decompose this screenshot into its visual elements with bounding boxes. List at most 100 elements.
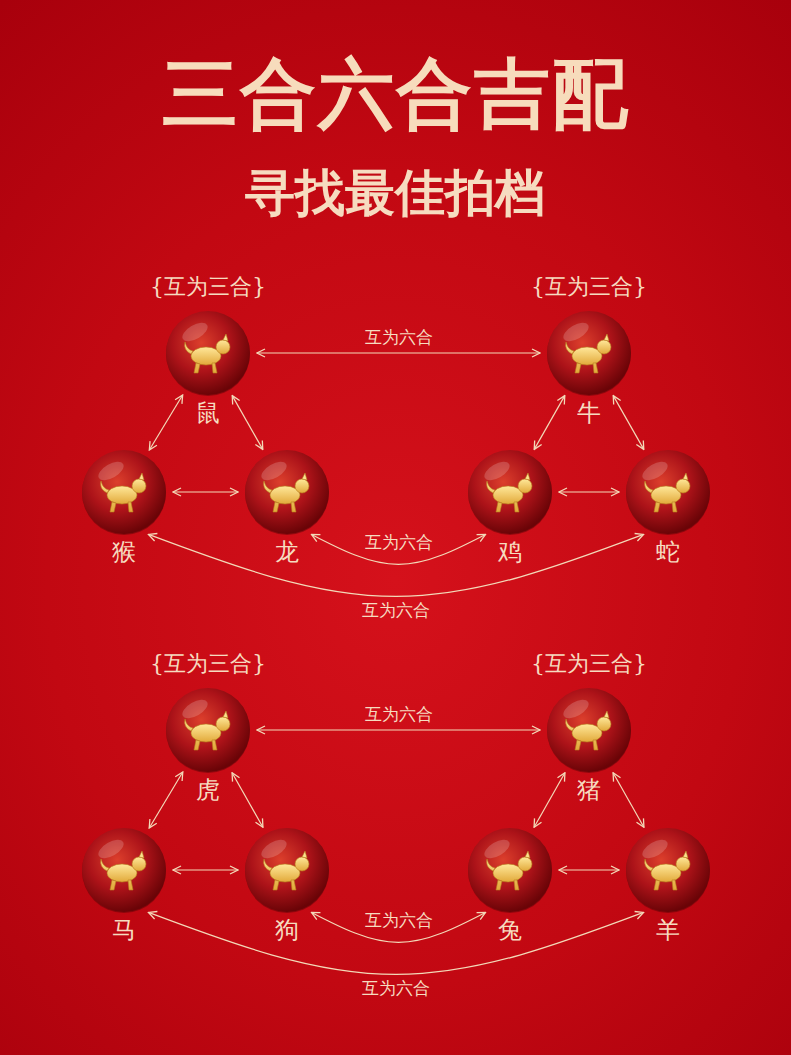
- group-label: {互为三合}: [150, 274, 266, 299]
- pair-connector: [232, 773, 263, 828]
- icon-head: [518, 479, 532, 493]
- ball-shadow: [547, 689, 631, 773]
- ball-shadow: [245, 451, 329, 535]
- ball-shadow: [82, 451, 166, 535]
- zodiac-icon: [566, 334, 611, 373]
- icon-limbs: [566, 334, 609, 373]
- subtitle: 寻找最佳拍档: [245, 164, 545, 222]
- pair-connector: [534, 396, 565, 450]
- ball-shape: [244, 449, 330, 535]
- zodiac-ball: 鸡: [467, 449, 553, 535]
- ball-shadow: [82, 829, 166, 913]
- ball-shadow: [468, 829, 552, 913]
- ball: [245, 828, 329, 912]
- icon-head: [597, 340, 611, 354]
- ball-shape: [467, 827, 553, 913]
- ball-highlight: [95, 836, 126, 862]
- ball-highlight: [560, 319, 591, 345]
- ball-shape: [625, 827, 711, 913]
- icon-limbs: [645, 851, 688, 890]
- ball-shape: [81, 827, 167, 913]
- zodiac-icon: [487, 473, 532, 512]
- ball: [547, 311, 631, 395]
- edge-label: 互为六合: [362, 601, 430, 620]
- ball-shape: [244, 827, 330, 913]
- ball-shape: [546, 687, 632, 773]
- icon-head: [676, 857, 690, 871]
- ball: [166, 311, 250, 395]
- zodiac-ball: 羊: [625, 827, 711, 913]
- icon-limbs: [487, 851, 530, 890]
- icon-limbs: [264, 851, 307, 890]
- group-label: {互为三合}: [531, 651, 647, 676]
- icon-head: [518, 857, 532, 871]
- ball-shape: [165, 687, 251, 773]
- edge-label: 互为六合: [365, 705, 433, 724]
- zodiac-ball: 兔: [467, 827, 553, 913]
- zodiac-ball: 狗: [244, 827, 330, 913]
- ball-highlight: [481, 458, 512, 484]
- pair-connector: [257, 729, 540, 730]
- pair-connector: [232, 396, 263, 450]
- ball: [82, 828, 166, 912]
- ball-highlight: [179, 319, 210, 345]
- zodiac-name: 鼠: [196, 400, 220, 426]
- ball-shape: [165, 310, 251, 396]
- ball: [626, 450, 710, 534]
- ball-shadow: [468, 451, 552, 535]
- ball-shadow: [166, 312, 250, 396]
- zodiac-icon: [185, 334, 230, 373]
- zodiac-name: 龙: [275, 539, 299, 565]
- pair-connector: [149, 772, 183, 828]
- zodiac-icon: [101, 851, 146, 890]
- zodiac-ball: 牛: [546, 310, 632, 396]
- ball-highlight: [258, 458, 289, 484]
- ball-shape: [467, 449, 553, 535]
- icon-limbs: [101, 473, 144, 512]
- zodiac-icon: [645, 473, 690, 512]
- icon-head: [216, 340, 230, 354]
- icon-limbs: [264, 473, 307, 512]
- zodiac-icon: [645, 851, 690, 890]
- ball: [626, 828, 710, 912]
- ball-highlight: [179, 696, 210, 722]
- zodiac-name: 兔: [498, 917, 522, 943]
- group-label: {互为三合}: [150, 651, 266, 676]
- icon-head: [676, 479, 690, 493]
- zodiac-icon: [264, 473, 309, 512]
- zodiac-ball: 马: [81, 827, 167, 913]
- page-title: 三合六合吉配: [0, 52, 791, 136]
- zodiac-name: 牛: [577, 400, 601, 426]
- ball-highlight: [639, 836, 670, 862]
- zodiac-name: 猪: [577, 777, 601, 803]
- pair-connector: [173, 869, 238, 870]
- ball: [245, 450, 329, 534]
- zodiac-name: 蛇: [656, 539, 680, 565]
- ball-shadow: [166, 689, 250, 773]
- pair-connector: [559, 491, 619, 492]
- ball: [547, 688, 631, 772]
- pair-connector: [613, 396, 644, 450]
- edge-label: 互为六合: [365, 328, 433, 347]
- zodiac-name: 马: [112, 917, 136, 943]
- ball-shadow: [626, 829, 710, 913]
- icon-limbs: [101, 851, 144, 890]
- icon-head: [597, 717, 611, 731]
- edge-label: 互为六合: [362, 979, 430, 998]
- pair-connector: [257, 352, 540, 353]
- ball-highlight: [95, 458, 126, 484]
- zodiac-ball: 虎: [165, 687, 251, 773]
- pair-connector: [534, 773, 565, 828]
- ball-shadow: [626, 451, 710, 535]
- ball-shadow: [547, 312, 631, 396]
- zodiac-ball: 猴: [81, 449, 167, 535]
- zodiac-ball: 猪: [546, 687, 632, 773]
- zodiac-icon: [185, 711, 230, 750]
- zodiac-name: 虎: [196, 777, 220, 803]
- zodiac-ball: 龙: [244, 449, 330, 535]
- edge-label: 互为六合: [365, 533, 433, 552]
- zodiac-icon: [264, 851, 309, 890]
- zodiac-icon: [487, 851, 532, 890]
- ball: [166, 688, 250, 772]
